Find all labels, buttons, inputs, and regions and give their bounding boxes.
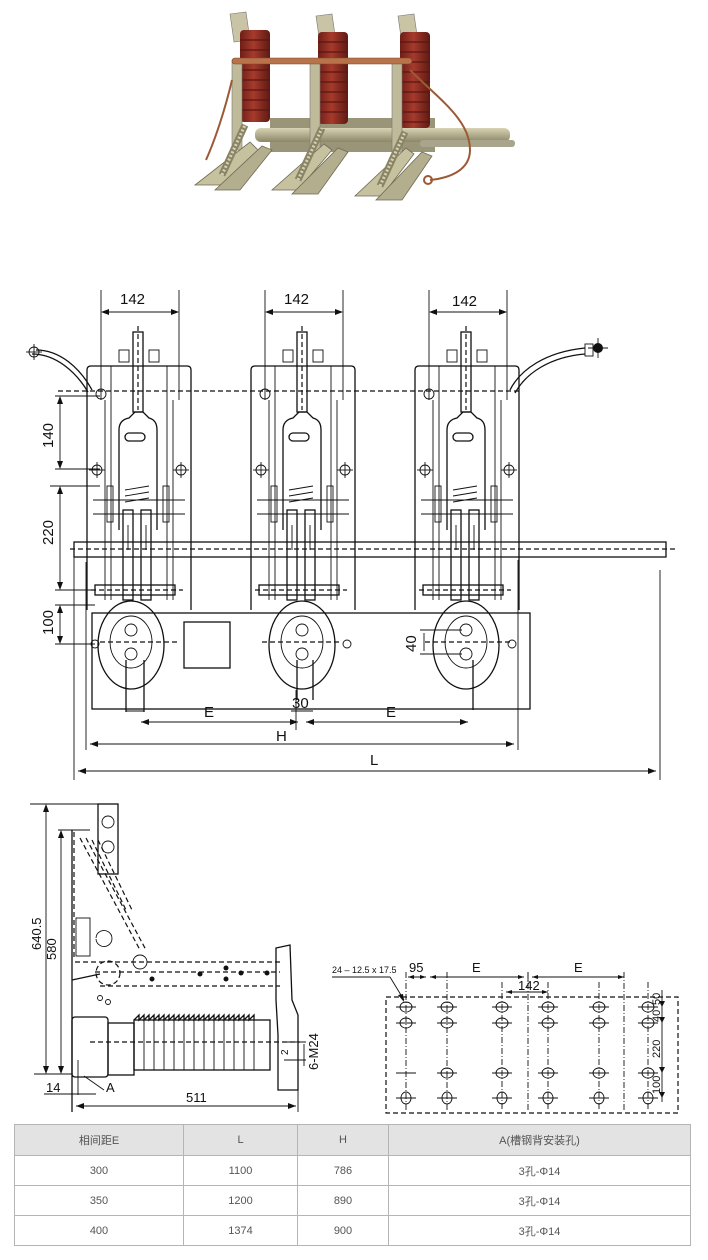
cell-A: 3孔-Φ14	[388, 1185, 691, 1216]
cell-A: 3孔-Φ14	[388, 1215, 691, 1246]
dim-E-1: E	[204, 704, 214, 721]
dim-580: 580	[44, 938, 59, 960]
front-view-drawing: 140 220 100 40 142 142 142 30 E E H L	[26, 289, 678, 780]
phase-2	[270, 13, 349, 195]
header-H: H	[297, 1124, 389, 1156]
cell-L: 1374	[183, 1215, 298, 1246]
cell-H: 786	[297, 1155, 389, 1186]
table-row: 300 1100 786 3孔-Φ14	[14, 1155, 691, 1186]
side-insulator-sheds	[133, 1013, 255, 1022]
operating-shaft	[420, 140, 515, 147]
table-row: 400 1374 900 3孔-Φ14	[14, 1215, 691, 1246]
product-photo	[193, 11, 515, 201]
dim-E-plan-2: E	[574, 960, 583, 975]
insulator-base-3	[432, 600, 500, 690]
label-A: A	[106, 1080, 115, 1095]
phase-3	[353, 13, 433, 201]
mounting-holes	[399, 1001, 655, 1105]
nameplate-window	[183, 621, 231, 669]
label-2: 2	[280, 1049, 291, 1055]
table-row: 350 1200 890 3孔-Φ14	[14, 1185, 691, 1216]
cell-E: 400	[14, 1215, 184, 1246]
dim-640-5: 640.5	[29, 917, 44, 950]
cell-H: 890	[297, 1185, 389, 1216]
dim-50: 50	[651, 993, 663, 1005]
cell-E: 350	[14, 1185, 184, 1216]
table-header-row: 相间距E L H A(槽钢背安装孔)	[14, 1124, 691, 1156]
side-view-drawing: 640.5 580 14 A 511 6-M24 2	[29, 803, 320, 1112]
front-cable-left	[35, 349, 93, 391]
dim-140: 140	[40, 423, 57, 448]
hole-spec-label: 24 – 12.5 x 17.5	[332, 965, 397, 975]
header-L: L	[183, 1124, 298, 1156]
dim-14: 14	[46, 1080, 60, 1095]
dim-142-phase-3: 142	[452, 293, 477, 310]
front-base-channel	[91, 612, 531, 710]
cell-H: 900	[297, 1215, 389, 1246]
cell-L: 1200	[183, 1185, 298, 1216]
dim-30: 30	[292, 695, 309, 712]
dim-100: 100	[40, 610, 57, 635]
dim-95: 95	[409, 960, 423, 975]
dim-100-plan: 100	[651, 1076, 663, 1094]
cell-L: 1100	[183, 1155, 298, 1186]
copper-bar	[231, 57, 413, 65]
dim-220: 220	[40, 520, 57, 545]
side-top-bracket	[97, 803, 119, 875]
dim-H: H	[276, 728, 287, 745]
dim-E-plan-1: E	[472, 960, 481, 975]
dim-E-2: E	[386, 704, 396, 721]
dim-142-phase-1: 142	[120, 291, 145, 308]
side-insulator-base	[71, 1016, 109, 1078]
earthing-wire-left	[205, 79, 233, 161]
header-phase-spacing: 相间距E	[14, 1124, 184, 1156]
header-mounting-holes: A(槽钢背安装孔)	[388, 1124, 691, 1156]
cell-E: 300	[14, 1155, 184, 1186]
front-cable-right	[509, 347, 586, 391]
dim-142-plan: 142	[518, 978, 540, 993]
dim-511: 511	[186, 1090, 207, 1105]
main-shaft	[255, 128, 510, 142]
cell-A: 3孔-Φ14	[388, 1155, 691, 1186]
hole-plan-outline	[385, 996, 679, 1114]
dim-40-plan: 40	[651, 1010, 663, 1022]
dim-142-phase-2: 142	[284, 291, 309, 308]
dim-L: L	[370, 752, 378, 769]
spec-table: 相间距E L H A(槽钢背安装孔) 300 1100 786 3孔-Φ14 3…	[14, 1124, 691, 1246]
insulator-base-2	[268, 600, 336, 690]
phase-1	[193, 11, 273, 191]
earthing-wire-right	[409, 69, 472, 181]
hole-plan-drawing: 24 – 12.5 x 17.5 95 E E 142 50 40 220 10…	[332, 960, 679, 1114]
label-6-M24: 6-M24	[306, 1033, 320, 1070]
dim-220-plan: 220	[651, 1040, 663, 1058]
side-contact	[275, 944, 299, 1091]
insulator-base-1	[97, 600, 165, 690]
dim-40: 40	[403, 635, 420, 652]
